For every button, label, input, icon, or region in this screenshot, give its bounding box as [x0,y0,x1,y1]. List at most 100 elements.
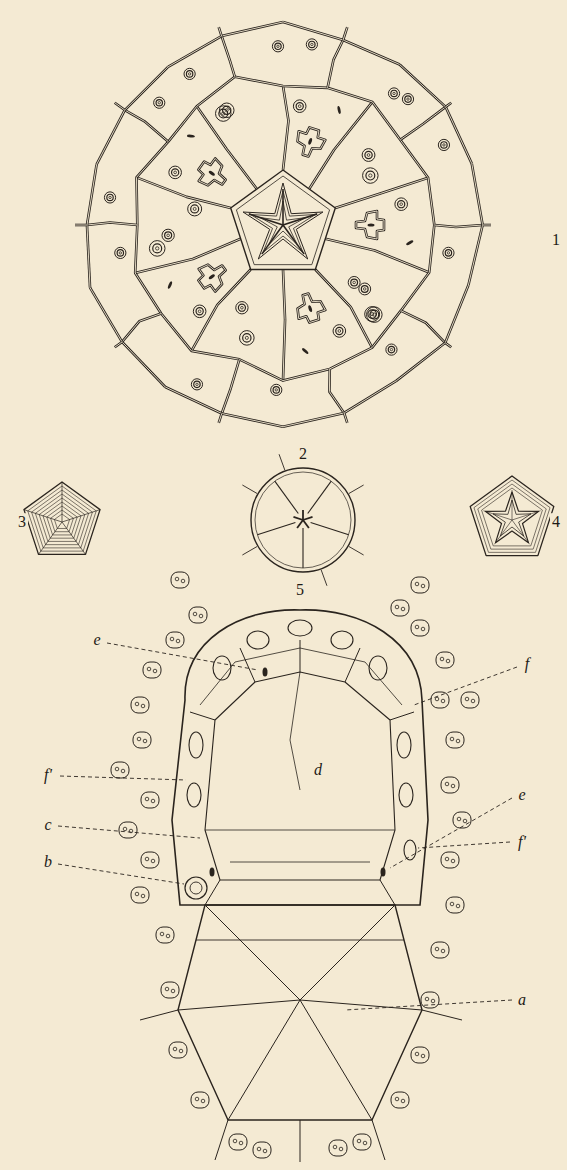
plate-suture [242,547,257,556]
plate-suture [165,387,221,413]
pore [440,657,444,661]
plate-suture [344,381,396,413]
central-plate [231,170,336,269]
tubercle [366,171,375,180]
tubercle [405,96,411,102]
plate-suture [308,481,332,513]
spine-base [329,1140,347,1156]
part-letter: a [516,991,528,1009]
plate-suture [483,511,512,520]
pore [445,857,449,861]
plate-suture [219,27,222,36]
tubercle [162,229,174,241]
plate-suture [400,64,446,106]
plate-suture [196,940,404,941]
figure-five [111,572,479,1162]
pore-hole [397,732,411,758]
plate-suture [122,314,161,342]
pore [137,737,141,741]
tubercle [402,94,413,105]
figure-number: 3 [16,513,28,531]
plate-suture [494,520,512,544]
plate-suture [115,103,125,110]
plate-suture [140,1010,178,1020]
pore [451,784,455,788]
spine-base [143,662,161,678]
pore [257,1147,261,1151]
tubercle [238,304,245,311]
anal-plate [190,882,202,894]
spine-base [431,942,449,958]
part-letter: b [42,853,54,871]
plate-suture [115,103,125,110]
pore [451,859,455,863]
pore [471,699,475,703]
plate-suture [446,107,472,164]
disc-outline [251,468,355,572]
madreporite-pore [381,868,386,877]
plate-suture [372,1120,385,1160]
pore-hole [331,631,353,649]
growth-line [482,488,543,546]
pore-hole [247,631,269,649]
leader-line [107,643,258,670]
plate-suture [311,522,349,534]
tubercle [156,100,162,106]
plate-suture [283,86,288,170]
pore [239,1141,243,1145]
spine-base [131,697,149,713]
pore [135,892,139,896]
plate-suture [190,712,215,720]
plate-suture [283,269,285,380]
plate-suture [87,225,90,288]
growth-line [24,482,100,554]
pore [401,607,405,611]
tubercle [386,344,397,355]
central-star [283,214,317,225]
pore [263,1149,267,1153]
tubercle [371,312,374,315]
plate-suture [219,413,222,422]
tubercle [273,387,279,393]
apical-outline [172,610,428,905]
tubercle [154,97,165,108]
pore [181,579,185,583]
ocular-plate [198,265,225,292]
plate-suture [125,110,169,142]
plate-suture [87,223,137,225]
plate-suture [240,648,255,682]
plate-suture [512,511,541,520]
spine-base [111,762,129,778]
leader-line [58,826,200,838]
growth-line [474,480,550,552]
pore [308,137,313,145]
tubercle [104,192,115,203]
spine-base [353,1134,371,1150]
tubercle [272,41,283,52]
plate-suture [222,413,283,426]
leader-line [390,798,512,868]
tubercle [388,88,399,99]
plate-suture [122,342,165,387]
pore-hole [213,656,231,680]
central-star [249,214,283,225]
pore [123,827,127,831]
tubercle [194,381,200,387]
plate-suture [343,40,400,65]
tubercle [158,102,160,104]
tubercle [362,149,375,162]
central-star [303,517,313,520]
part-letter: e [516,786,527,804]
plate-suture [222,359,240,413]
spine-base [169,1042,187,1058]
spine-base [166,632,184,648]
plate-suture [135,77,434,381]
pore [151,799,155,803]
tubercle [271,384,282,395]
pore [406,240,414,246]
spine-base [141,792,159,808]
pore [435,947,439,951]
pore [445,782,449,786]
plate-suture [38,522,62,554]
